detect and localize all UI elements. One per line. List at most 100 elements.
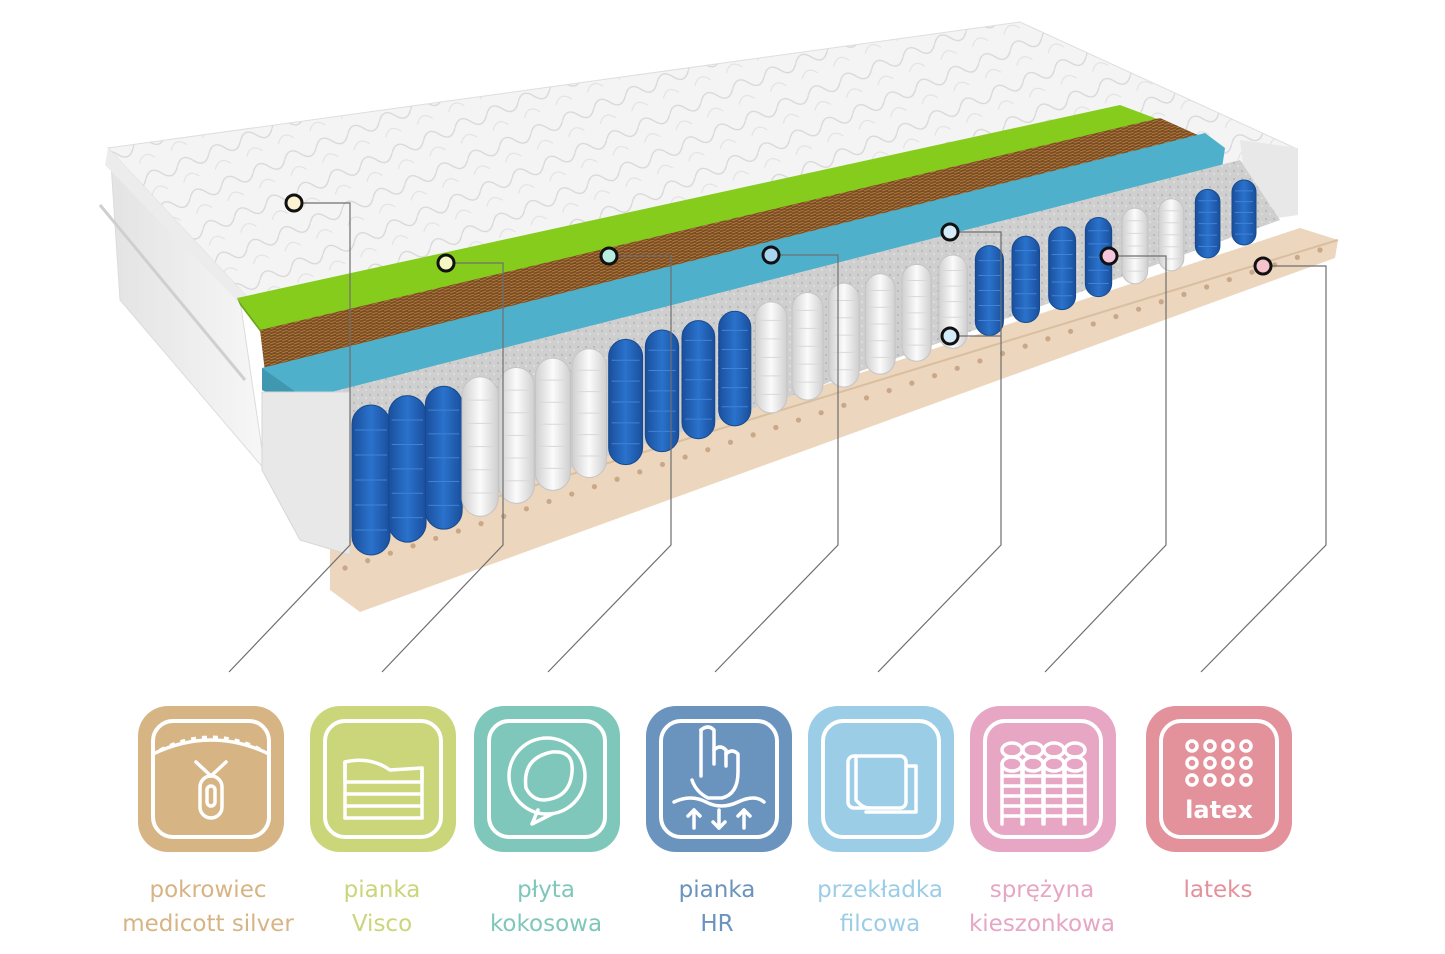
latex-hole xyxy=(501,513,507,519)
callout-lines xyxy=(228,202,1327,673)
callout-marker xyxy=(940,326,960,346)
latex-hole xyxy=(1226,276,1232,283)
callout-line xyxy=(877,231,1002,673)
latex-hole xyxy=(569,491,575,497)
callout-marker xyxy=(940,222,960,242)
foam-edge xyxy=(261,391,351,556)
latex-hole xyxy=(1317,247,1323,253)
label-line2: kokosowa xyxy=(489,911,603,937)
spring-white xyxy=(461,376,499,517)
spring-blue xyxy=(351,404,391,556)
latex-hole xyxy=(546,498,552,505)
latex-hole xyxy=(795,417,802,423)
latex-hole xyxy=(1272,262,1278,268)
latex-hole xyxy=(886,387,892,394)
label-line1: przekładka xyxy=(817,877,943,903)
latex-hole xyxy=(1204,284,1210,290)
latex-hole xyxy=(818,410,824,416)
spring-white xyxy=(754,301,788,414)
latex-icon: latex xyxy=(1146,706,1292,852)
label-line1: lateks xyxy=(1183,877,1253,903)
callout-line xyxy=(714,254,839,673)
latex-hole xyxy=(1022,343,1028,349)
label-lateks: lateks xyxy=(1123,873,1313,907)
press-foam-icon xyxy=(646,706,792,852)
latex-hole xyxy=(614,476,620,482)
latex-hole xyxy=(1249,269,1255,275)
latex-hole xyxy=(1158,299,1164,305)
latex-hole xyxy=(909,380,915,386)
spring-blue xyxy=(1048,226,1077,311)
callout-markers xyxy=(284,193,1273,346)
callout-marker xyxy=(436,253,456,273)
latex-hole xyxy=(863,395,870,401)
callout-line xyxy=(1044,255,1167,673)
callout-line xyxy=(381,262,504,673)
label-line1: sprężyna xyxy=(989,877,1095,903)
spring-white xyxy=(901,263,932,362)
latex-layer xyxy=(330,228,1338,612)
latex-hole xyxy=(1045,336,1051,342)
spring-white xyxy=(938,254,968,349)
spring-blue xyxy=(718,310,752,427)
label-line2: medicott silver xyxy=(122,911,294,937)
latex-hole xyxy=(410,543,416,549)
latex-hole xyxy=(954,365,960,371)
label-line1: płyta xyxy=(517,877,575,903)
latex-hole xyxy=(387,550,393,556)
callout-marker xyxy=(284,193,304,213)
spring-white xyxy=(571,348,607,478)
zipper-icon xyxy=(138,706,284,852)
label-filc: przekładka filcowa xyxy=(785,873,975,941)
spring-blue xyxy=(974,245,1004,336)
spring-white xyxy=(864,273,896,375)
callout-line xyxy=(1200,265,1327,673)
spring-blue xyxy=(681,320,716,440)
latex-hole xyxy=(433,535,439,542)
latex-hole xyxy=(1113,313,1119,320)
latex-hole xyxy=(455,528,461,534)
felt-pad-icon xyxy=(808,706,954,852)
visco-layer xyxy=(237,105,1160,335)
latex-hole xyxy=(1136,306,1142,312)
latex-hole xyxy=(1181,291,1187,297)
feature-icons: latex xyxy=(138,706,1292,852)
latex-hole xyxy=(1067,328,1074,334)
spring-blue xyxy=(1231,179,1257,246)
label-line1: pianka xyxy=(343,877,421,903)
spring-white xyxy=(1158,198,1185,272)
mattress xyxy=(98,21,1339,612)
label-line2: kieszonkowa xyxy=(968,911,1116,937)
latex-hole xyxy=(1294,254,1300,260)
latex-hole xyxy=(637,469,643,475)
spring-blue xyxy=(424,385,463,530)
callout-line xyxy=(228,202,351,673)
latex-hole xyxy=(931,373,938,379)
spring-blue xyxy=(644,329,680,453)
label-hr: pianka HR xyxy=(622,873,812,941)
latex-hole xyxy=(727,439,734,445)
label-line2: filcowa xyxy=(839,911,921,937)
latex-hole xyxy=(659,461,666,468)
spring-blue xyxy=(1011,235,1040,323)
callout-marker xyxy=(1253,256,1273,276)
coconut-layer xyxy=(260,118,1200,372)
pocket-springs xyxy=(351,179,1257,556)
foam-layers-icon xyxy=(310,706,456,852)
latex-hole xyxy=(591,484,598,490)
latex-hole xyxy=(773,424,779,431)
spring-white xyxy=(828,282,860,388)
label-kokos: płyta kokosowa xyxy=(451,873,641,941)
latex-hole xyxy=(750,432,756,438)
latex-hole xyxy=(365,558,371,564)
label-line2: HR xyxy=(700,911,734,937)
spring-white xyxy=(534,357,571,491)
callout-marker xyxy=(1099,246,1119,266)
label-line1: pianka xyxy=(678,877,756,903)
latex-hole xyxy=(841,402,847,408)
spring-white xyxy=(791,292,824,401)
latex-hole xyxy=(682,454,688,460)
label-pokrowiec: pokrowiec medicott silver xyxy=(113,873,303,941)
latex-icon-text: latex xyxy=(1185,796,1253,824)
